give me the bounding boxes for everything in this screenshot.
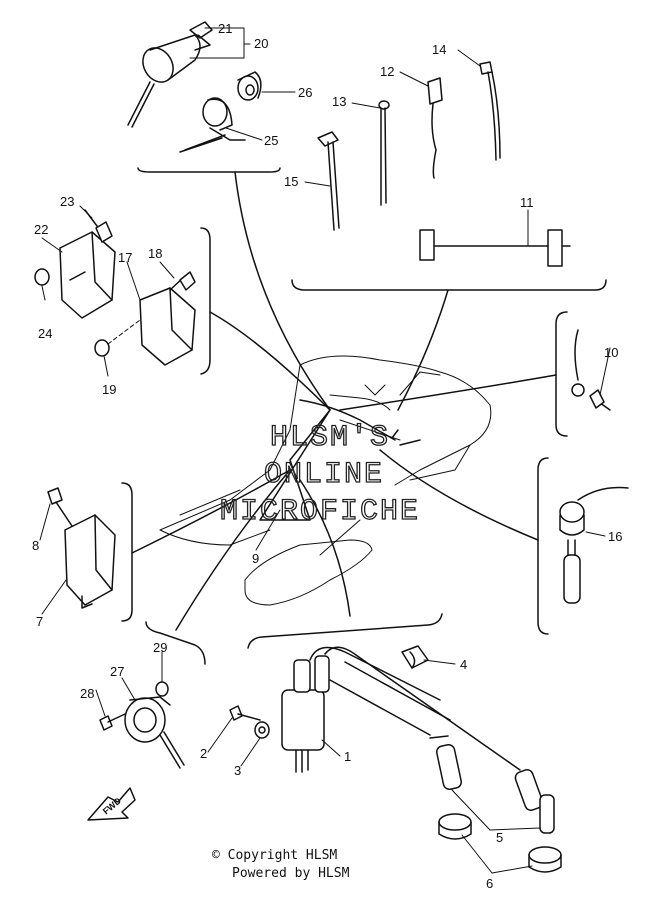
leader-lines	[131, 171, 557, 631]
switch-16	[559, 486, 629, 604]
callout-26: 26	[298, 85, 312, 100]
watermark-line3: MICROFICHE	[220, 495, 420, 529]
watermark-line2: ONLINE	[264, 458, 384, 492]
callout-5: 5	[496, 830, 503, 845]
callout-11: 11	[520, 195, 534, 210]
flasher-relay-7	[64, 514, 116, 609]
copyright-text: © Copyright HLSM	[212, 848, 337, 863]
nut-29	[155, 681, 169, 697]
nut-24	[34, 268, 50, 286]
callout-16: 16	[608, 529, 622, 544]
callout-leaders	[39, 27, 611, 874]
callout-9: 9	[252, 551, 259, 566]
switch-25	[179, 97, 246, 153]
earth-lead-10	[571, 329, 611, 411]
callout-20: 20	[254, 36, 268, 51]
callout-28: 28	[80, 686, 94, 701]
callout-labels: 21 20 26 25 14 12 13 15 11 23 22 17 18 2…	[32, 21, 622, 891]
callout-17: 17	[118, 250, 132, 265]
callout-19: 19	[102, 382, 116, 397]
callout-22: 22	[34, 222, 48, 237]
callout-25: 25	[264, 133, 278, 148]
callout-29: 29	[153, 640, 167, 655]
callout-3: 3	[234, 763, 241, 778]
callout-15: 15	[284, 174, 298, 189]
callout-7: 7	[36, 614, 43, 629]
callout-27: 27	[110, 664, 124, 679]
callout-13: 13	[332, 94, 346, 109]
callout-8: 8	[32, 538, 39, 553]
bolt-18	[169, 271, 196, 291]
callout-4: 4	[460, 657, 467, 672]
plug-caps-5	[429, 735, 555, 834]
washer-3	[254, 721, 270, 739]
bolt-23	[84, 209, 113, 243]
callout-12: 12	[380, 64, 394, 79]
bolt-2	[229, 705, 261, 721]
callout-14: 14	[432, 42, 446, 57]
callout-1: 1	[344, 749, 351, 764]
callout-6: 6	[486, 876, 493, 891]
callout-24: 24	[38, 326, 52, 341]
callout-21: 21	[218, 21, 232, 36]
watermark-line1: HLSM'S	[270, 421, 390, 455]
relay-17	[139, 287, 196, 366]
callout-2: 2	[200, 746, 207, 761]
collar-nut-26	[237, 71, 262, 101]
callout-23: 23	[60, 194, 74, 209]
footer: © Copyright HLSM Powered by HLSM	[212, 848, 350, 881]
nut-19	[94, 319, 141, 357]
cdi-unit-22	[59, 231, 116, 319]
switch-27	[124, 696, 185, 769]
clamp-4	[401, 645, 429, 669]
frame-outline	[159, 355, 492, 606]
forward-direction-badge: FWD	[87, 787, 136, 821]
callout-10: 10	[604, 345, 618, 360]
bolt-8	[47, 487, 73, 527]
group-brackets	[121, 167, 607, 665]
callout-18: 18	[148, 246, 162, 261]
powered-by-text: Powered by HLSM	[232, 866, 350, 881]
caps-6	[438, 813, 562, 873]
ignition-coil-1	[281, 646, 521, 773]
watermark: HLSM'S ONLINE MICROFICHE	[219, 420, 420, 529]
clamps-and-bands	[317, 61, 571, 267]
screw-28	[99, 713, 126, 731]
main-switch-assembly	[127, 21, 213, 128]
